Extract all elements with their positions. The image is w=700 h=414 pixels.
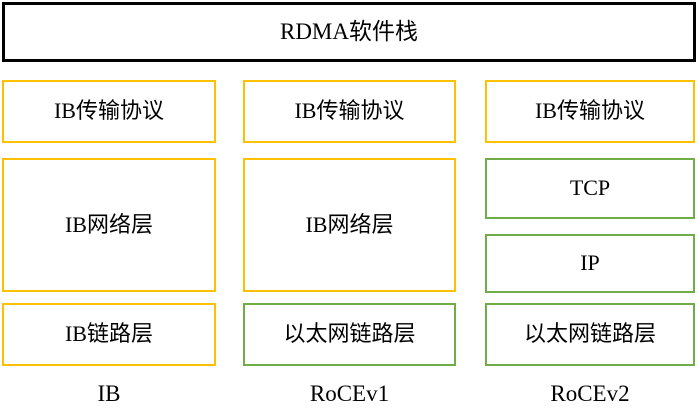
box-ib-transport-protocol-col1: IB传输协议 — [2, 80, 216, 143]
box-label: IB传输协议 — [534, 98, 645, 124]
box-ethernet-link-layer-col2: 以太网链路层 — [243, 303, 456, 366]
column-label-rocev2: RoCEv2 — [485, 377, 695, 411]
box-ib-transport-protocol-col3: IB传输协议 — [485, 80, 695, 143]
box-ethernet-link-layer-col3: 以太网链路层 — [485, 303, 695, 366]
box-ib-network-layer-col1: IB网络层 — [2, 158, 216, 292]
box-tcp-col3: TCP — [485, 158, 695, 219]
title-box: RDMA软件栈 — [2, 2, 696, 62]
box-ib-link-layer-col1: IB链路层 — [2, 303, 216, 366]
box-label: 以太网链路层 — [523, 321, 656, 347]
column-label-text: RoCEv1 — [309, 381, 390, 406]
box-label: 以太网链路层 — [283, 321, 416, 347]
box-label: IP — [580, 250, 600, 276]
box-label: IB传输协议 — [53, 98, 164, 124]
box-label: TCP — [569, 175, 611, 201]
diagram-title: RDMA软件栈 — [279, 19, 418, 45]
column-label-text: RoCEv2 — [550, 381, 630, 406]
box-ib-transport-protocol-col2: IB传输协议 — [243, 80, 456, 143]
box-ip-col3: IP — [485, 234, 695, 293]
box-label: IB网络层 — [305, 211, 394, 237]
box-label: IB链路层 — [64, 321, 153, 347]
box-ib-network-layer-col2: IB网络层 — [243, 158, 456, 292]
column-label-rocev1: RoCEv1 — [243, 377, 456, 411]
box-label: IB网络层 — [64, 211, 153, 237]
column-label-ib: IB — [2, 377, 216, 411]
column-label-text: IB — [97, 381, 121, 406]
box-label: IB传输协议 — [294, 98, 405, 124]
